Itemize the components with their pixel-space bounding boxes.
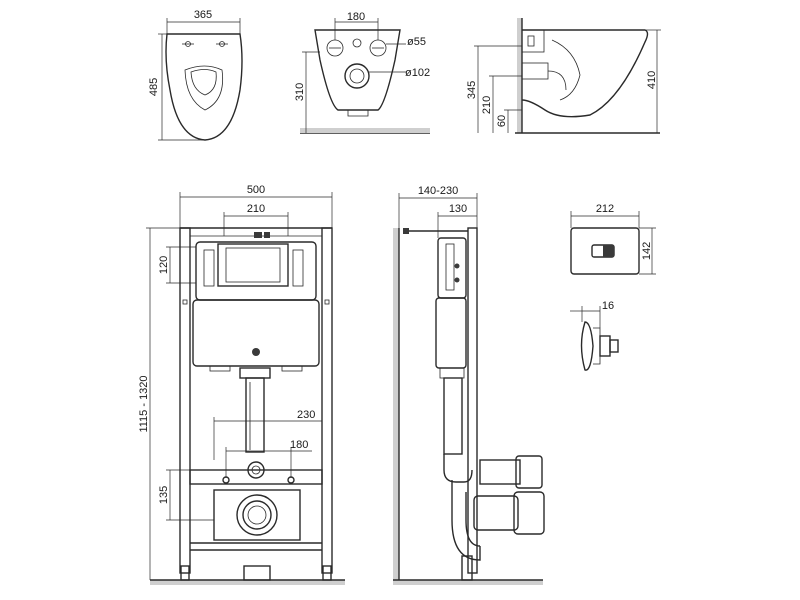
- front-spacing-label: 180: [347, 11, 365, 23]
- flush-plate-front: 212 142: [570, 203, 656, 275]
- flush-plate-side: 16: [570, 300, 619, 371]
- front-hole-large-label: ø102: [405, 67, 430, 79]
- side-height-345: 345: [466, 81, 478, 99]
- frame-inner-width-label: 210: [247, 203, 265, 215]
- frame-side-view: 140-230 130: [393, 185, 545, 585]
- side-height-total: 410: [646, 71, 658, 89]
- plate-height-label: 142: [641, 242, 653, 260]
- side-height-60: 60: [496, 115, 508, 127]
- top-length-label: 485: [148, 78, 160, 96]
- plate-thickness-label: 16: [602, 300, 614, 312]
- plate-width-label: 212: [596, 203, 614, 215]
- frame-depth-range: 140-230: [418, 185, 458, 197]
- front-view: 180 ø55 ø102 310: [294, 11, 430, 134]
- frame-top-offset-label: 120: [158, 256, 170, 274]
- top-view: 365 485: [148, 9, 243, 141]
- frame-spacing-230: 230: [297, 409, 315, 421]
- frame-front-view: 500 210 120 1115 - 1320 135 230 180: [138, 184, 345, 585]
- frame-height-label: 1115 - 1320: [138, 375, 150, 432]
- side-height-210: 210: [481, 96, 493, 114]
- top-width-label: 365: [194, 9, 212, 21]
- frame-spacing-180: 180: [290, 439, 308, 451]
- frame-depth: 130: [449, 203, 467, 215]
- side-view: 410 345 210 60: [466, 18, 661, 134]
- frame-width-label: 500: [247, 184, 265, 196]
- front-height-label: 310: [294, 83, 306, 101]
- frame-bottom-label: 135: [158, 486, 170, 504]
- front-hole-small-label: ø55: [407, 36, 426, 48]
